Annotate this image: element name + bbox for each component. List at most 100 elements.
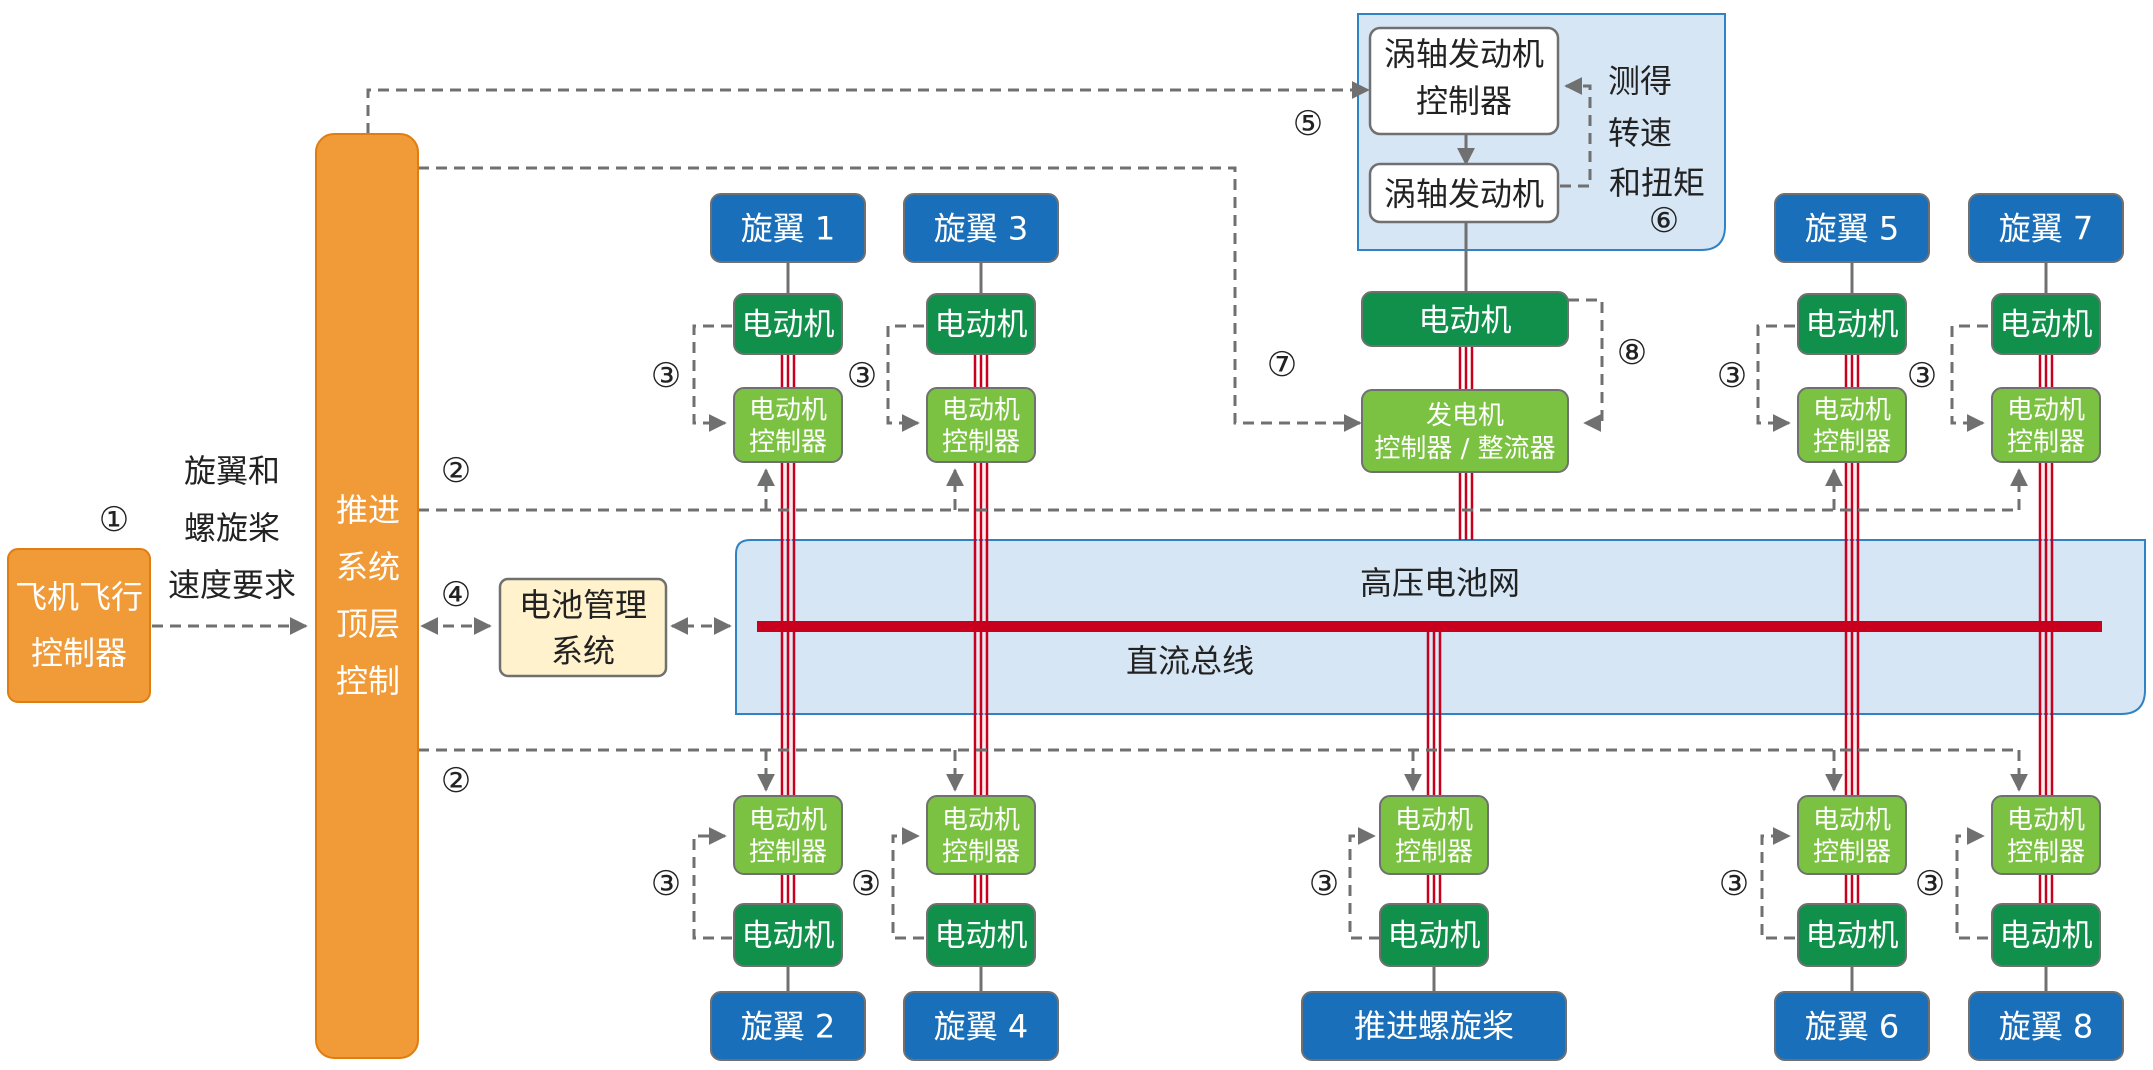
upper-motor-block-label-1: 电动机 bbox=[935, 307, 1028, 343]
upper-motor-controller-block-label-2: 控制器 bbox=[942, 427, 1020, 457]
marker-3: ③ bbox=[1309, 864, 1339, 904]
lower-motor-block-label-1: 电动机 bbox=[2000, 918, 2093, 954]
rotor-4-block: 旋翼 4 bbox=[903, 991, 1059, 1061]
lower-motor-block-label-1: 电动机 bbox=[1806, 918, 1899, 954]
lower-motor-controller-block-label-2: 控制器 bbox=[2007, 837, 2085, 867]
measured-line-2: 转速 bbox=[1608, 114, 1672, 152]
battery-management-system-block: 电池管理 系统 bbox=[498, 577, 668, 678]
turboshaft-engine-block: 涡轴发动机 bbox=[1368, 162, 1560, 224]
upper-motor-block-label-1: 电动机 bbox=[2000, 307, 2093, 343]
lower-motor-block-label-1: 电动机 bbox=[935, 918, 1028, 954]
propeller-motor-block: 电动机 bbox=[1379, 903, 1489, 967]
step-markers: ① ② ② ④ ⑤ ⑥ ⑦ ⑧ ③ ③ ③ ③ ③ ③ ③ ③ ③ bbox=[99, 104, 1945, 904]
marker-3: ③ bbox=[1717, 356, 1747, 396]
generator-controller-label-1: 发电机 bbox=[1426, 401, 1504, 431]
rotor-2-block-label-1: 旋翼 2 bbox=[741, 1008, 836, 1046]
lower-motor-block: 电动机 bbox=[926, 903, 1036, 967]
top-control-label-2: 系统 bbox=[336, 548, 400, 586]
upper-motor-block-label-1: 电动机 bbox=[1806, 307, 1899, 343]
marker-3: ③ bbox=[1719, 864, 1749, 904]
marker-3: ③ bbox=[651, 864, 681, 904]
propeller-motor-block-label-1: 电动机 bbox=[1388, 918, 1481, 954]
lower-motor-controller-block-label-1: 电动机 bbox=[2007, 805, 2085, 835]
dc-bus-label: 直流总线 bbox=[1126, 642, 1254, 680]
propeller-motor-controller-block-label-2: 控制器 bbox=[1395, 837, 1473, 867]
turboshaft-controller-block: 涡轴发动机 控制器 bbox=[1368, 26, 1560, 136]
rotor-5-block: 旋翼 5 bbox=[1774, 193, 1930, 263]
generator-motor-label: 电动机 bbox=[1419, 303, 1512, 339]
marker-3: ③ bbox=[1915, 864, 1945, 904]
upper-motor-controller-block-label-2: 控制器 bbox=[749, 427, 827, 457]
flight-controller-label-1: 飞机飞行 bbox=[15, 578, 143, 616]
lower-motor-controller-block-label-2: 控制器 bbox=[749, 837, 827, 867]
rotor-5-block-label-1: 旋翼 5 bbox=[1805, 210, 1900, 248]
upper-motor-controller-block-label-1: 电动机 bbox=[749, 395, 827, 425]
speed-request-line-1: 旋翼和 bbox=[184, 452, 280, 490]
turboshaft-engine-label: 涡轴发动机 bbox=[1384, 175, 1544, 213]
lower-motor-controller-block-label-1: 电动机 bbox=[749, 805, 827, 835]
top-control-label-1: 推进 bbox=[336, 491, 400, 529]
marker-2-upper: ② bbox=[441, 451, 471, 491]
rotor-3-block: 旋翼 3 bbox=[903, 193, 1059, 263]
lower-motor-block: 电动机 bbox=[1991, 903, 2101, 967]
marker-1: ① bbox=[99, 500, 129, 540]
marker-5: ⑤ bbox=[1293, 104, 1323, 144]
measured-line-1: 测得 bbox=[1608, 62, 1672, 100]
upper-motor-block: 电动机 bbox=[733, 293, 843, 355]
measured-line-3: 和扭矩 bbox=[1609, 164, 1705, 202]
upper-motor-controller-block-label-1: 电动机 bbox=[2007, 395, 2085, 425]
rotor-8-block-label-1: 旋翼 8 bbox=[1999, 1008, 2094, 1046]
bms-label-2: 系统 bbox=[551, 632, 615, 670]
upper-motor-block: 电动机 bbox=[1991, 293, 2101, 355]
upper-motor-controller-block-label-2: 控制器 bbox=[1813, 427, 1891, 457]
speed-request-line-2: 螺旋桨 bbox=[184, 509, 280, 547]
marker-4: ④ bbox=[441, 575, 471, 615]
generator-controller-label-2: 控制器 / 整流器 bbox=[1374, 434, 1555, 464]
marker-3: ③ bbox=[851, 864, 881, 904]
measured-speed-torque-label: 测得 转速 和扭矩 bbox=[1608, 62, 1705, 202]
bms-label-1: 电池管理 bbox=[519, 586, 647, 624]
flight-controller-block: 飞机飞行 控制器 bbox=[7, 548, 151, 703]
marker-2-lower: ② bbox=[441, 761, 471, 801]
propulsion-propeller-block: 推进螺旋桨 bbox=[1301, 991, 1567, 1061]
marker-6: ⑥ bbox=[1649, 201, 1679, 241]
upper-motor-controller-block-label-1: 电动机 bbox=[1813, 395, 1891, 425]
lower-motor-block: 电动机 bbox=[733, 903, 843, 967]
upper-motor-block: 电动机 bbox=[926, 293, 1036, 355]
rotor-1-block: 旋翼 1 bbox=[710, 193, 866, 263]
upper-motor-controller-block-label-2: 控制器 bbox=[2007, 427, 2085, 457]
signal-lines bbox=[152, 77, 2028, 940]
propeller-motor-controller-block-label-1: 电动机 bbox=[1395, 805, 1473, 835]
rotor-2-block: 旋翼 2 bbox=[710, 991, 866, 1061]
dc-bus-bar bbox=[757, 621, 2102, 632]
propulsion-top-level-control-block: 推进 系统 顶层 控制 bbox=[315, 133, 419, 1059]
rotor-1-block-label-1: 旋翼 1 bbox=[741, 210, 836, 248]
generator-controller-rectifier-block: 发电机 控制器 / 整流器 bbox=[1361, 389, 1569, 473]
lower-motor-block: 电动机 bbox=[1797, 903, 1907, 967]
hv-battery-network-label: 高压电池网 bbox=[1360, 564, 1520, 602]
generator-motor-block: 电动机 bbox=[1361, 291, 1569, 347]
speed-request-label: 旋翼和 螺旋桨 速度要求 bbox=[168, 452, 296, 604]
top-control-label-4: 控制 bbox=[336, 662, 400, 700]
rotor-7-block: 旋翼 7 bbox=[1968, 193, 2124, 263]
turboshaft-controller-label-1: 涡轴发动机 bbox=[1384, 35, 1544, 73]
lower-motor-block-label-1: 电动机 bbox=[742, 918, 835, 954]
rotor-6-block-label-1: 旋翼 6 bbox=[1805, 1008, 1900, 1046]
upper-motor-controller-block-label-1: 电动机 bbox=[942, 395, 1020, 425]
rotor-6-block: 旋翼 6 bbox=[1774, 991, 1930, 1061]
